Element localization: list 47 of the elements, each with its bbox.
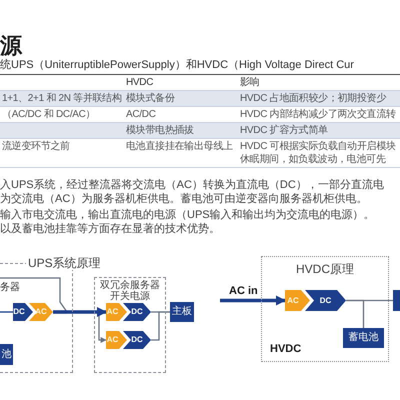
table-cell: 电池直接挂在输出母线上 [124, 138, 238, 168]
connector-line [346, 300, 364, 328]
frame-label: HVDC [270, 343, 302, 356]
body-text: 入UPS系统，经过整流器将交流电（AC）转换为直流电（DC），一部分直流电 [0, 178, 384, 192]
connector-line [151, 311, 170, 341]
table-cell: HVDC 可根据实际负载自动开启模块休眠期间，如负载波动，电池可先 [238, 138, 400, 168]
stage-label: DC [320, 296, 332, 306]
converter-stage [29, 303, 53, 321]
converter-stage [123, 303, 151, 321]
body-text: 输入市电交流电，输出直流电的电源（UPS输入和输出均为交流电的电源）。 [0, 208, 375, 222]
dashed-frame [94, 277, 166, 373]
component-block [170, 302, 194, 322]
component-block [343, 328, 384, 348]
stage-label: AC [287, 296, 299, 306]
connector-line [0, 311, 13, 313]
block-label: 池 [2, 348, 12, 360]
block-label: 蓄电池 [348, 332, 378, 344]
block-label: 主板 [172, 306, 192, 318]
stage-label: DC [131, 335, 143, 345]
converter-stage [13, 303, 33, 321]
connector-line [67, 310, 99, 314]
connector-line [53, 310, 67, 314]
frame-title: UPS系统原理 [26, 256, 103, 270]
stage-label: AC [35, 307, 47, 317]
frame-title: 双冗余服务器开关电源 [99, 280, 161, 302]
stage-label: AC [106, 335, 118, 345]
converter-stage [106, 331, 127, 349]
connector-line [0, 277, 68, 312]
converter-stage [285, 290, 310, 311]
converter-stage [106, 303, 127, 321]
subtitle: 统UPS（UniterruptiblePowerSupply）和HVDC（High Voltage Direct Cur [0, 58, 354, 72]
converter-stage [123, 331, 151, 349]
converter-stage [305, 290, 346, 311]
dotted-frame [261, 256, 389, 362]
diagram-text: 务器 [0, 281, 20, 295]
output-block [393, 290, 400, 311]
body-text: 以及蓄电池挂靠等方面存在显著的技术优势。 [0, 222, 220, 236]
page-title: 源 [0, 33, 22, 58]
frame-title: HVDC原理 [296, 262, 354, 276]
connector-arrow [220, 296, 286, 306]
table-cell: 流逆变环节之前 [0, 138, 124, 168]
connector-arrow [97, 307, 107, 317]
stage-label: DC [13, 307, 25, 317]
stage-label: AC [106, 307, 118, 317]
component-block [0, 344, 13, 365]
body-text: 为交流电（AC）为服务器机柜供电。蓄电池可由逆变器向服务器机柜供电。 [0, 192, 368, 206]
stage-label: DC [131, 307, 143, 317]
